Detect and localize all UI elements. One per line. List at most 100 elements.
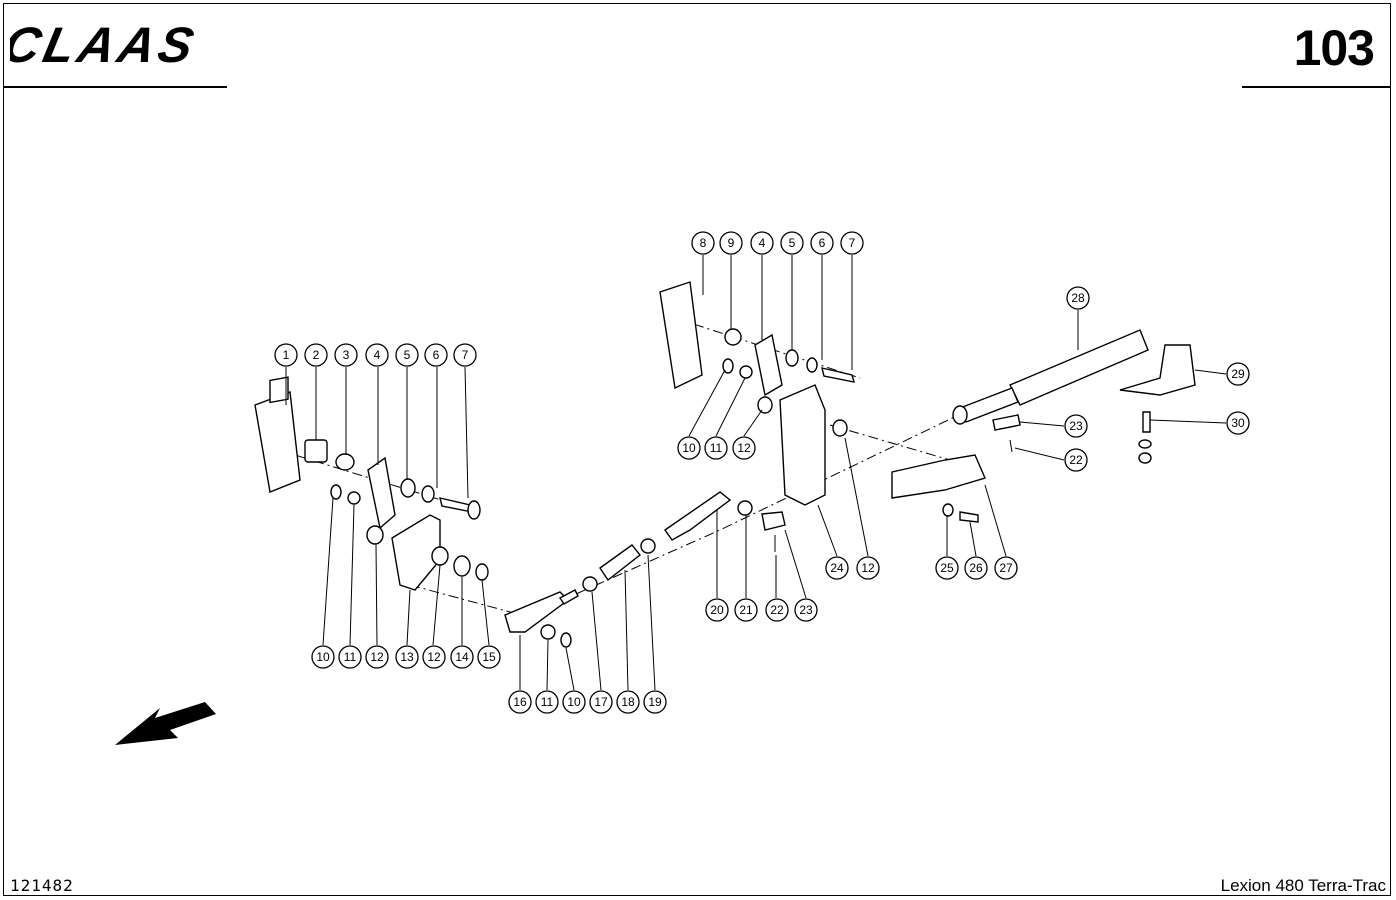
direction-arrow-icon: [115, 702, 216, 745]
nut-part: [582, 576, 598, 592]
logo-rule: [3, 86, 227, 88]
callout-6b: 6: [810, 231, 834, 255]
ring-part-2: [330, 484, 342, 500]
page-number-rule: [1242, 86, 1390, 88]
nut-part-3: [1138, 452, 1152, 464]
bushing-part-5: [832, 419, 848, 437]
axis-line-upper: [674, 317, 861, 379]
cylinder-eye: [952, 405, 968, 425]
square-nut-part: [304, 439, 328, 463]
svg-text:23: 23: [799, 603, 813, 617]
svg-text:27: 27: [999, 561, 1013, 575]
svg-text:5: 5: [789, 236, 796, 250]
svg-text:8: 8: [700, 236, 707, 250]
leader-lines: [285, 255, 1227, 691]
screw-part-2: [1142, 411, 1151, 433]
svg-text:4: 4: [374, 348, 381, 362]
svg-text:23: 23: [1069, 419, 1083, 433]
callout-28: 28: [1066, 286, 1090, 310]
drawing-number: 121482: [10, 876, 74, 895]
svg-text:16: 16: [513, 695, 527, 709]
plate-part: [254, 391, 301, 493]
svg-text:19: 19: [648, 695, 662, 709]
svg-text:7: 7: [462, 348, 469, 362]
sleeve-part: [599, 544, 641, 582]
svg-text:10: 10: [567, 695, 581, 709]
bracket-part: [779, 384, 826, 506]
svg-text:13: 13: [400, 650, 414, 664]
lever-part-2: [754, 333, 783, 397]
callout-25: 25: [935, 556, 959, 580]
callout-21: 21: [734, 598, 758, 622]
mount-bracket: [1119, 344, 1196, 396]
svg-text:3: 3: [343, 348, 350, 362]
svg-text:14: 14: [455, 650, 469, 664]
callout-22b: 22: [1064, 448, 1088, 472]
callout-15: 15: [477, 645, 501, 669]
callout-24: 24: [825, 556, 849, 580]
lever-part: [367, 456, 396, 530]
washer-part-2: [421, 485, 435, 503]
svg-text:10: 10: [316, 650, 330, 664]
svg-text:12: 12: [370, 650, 384, 664]
callout-4b: 4: [750, 231, 774, 255]
callout-7: 7: [453, 343, 477, 367]
fork-end-part-2: [664, 491, 732, 541]
svg-text:10: 10: [682, 441, 696, 455]
svg-text:15: 15: [482, 650, 496, 664]
threaded-stud: [558, 589, 579, 605]
ring-part: [475, 563, 489, 581]
callout-26: 26: [964, 556, 988, 580]
callout-2: 2: [304, 343, 328, 367]
callout-18: 18: [616, 690, 640, 714]
callout-7b: 7: [840, 231, 864, 255]
axis-line-right: [829, 424, 951, 461]
svg-text:1: 1: [283, 348, 290, 362]
screw-part: [959, 511, 979, 523]
svg-text:2: 2: [313, 348, 320, 362]
callout-23: 23: [794, 598, 818, 622]
svg-text:5: 5: [404, 348, 411, 362]
svg-text:24: 24: [830, 561, 844, 575]
callout-11b: 11: [704, 436, 728, 460]
callout-11: 11: [338, 645, 362, 669]
bushing-part-4: [757, 396, 773, 414]
bolt-part-2: [821, 367, 855, 383]
washer-part-10: [739, 365, 753, 379]
callout-16: 16: [508, 690, 532, 714]
callout-12c: 12: [856, 556, 880, 580]
svg-text:30: 30: [1231, 416, 1245, 430]
page-number: 103: [1293, 20, 1375, 76]
nut-part-2: [640, 538, 656, 554]
callout-11c: 11: [535, 690, 559, 714]
callout-12d: 12: [422, 645, 446, 669]
svg-text:6: 6: [433, 348, 440, 362]
bolt-head: [467, 500, 481, 520]
washer-part-9: [806, 357, 818, 373]
svg-text:12: 12: [737, 441, 751, 455]
callout-5: 5: [395, 343, 419, 367]
callout-12b: 12: [732, 436, 756, 460]
svg-text:11: 11: [710, 441, 723, 455]
callout-12: 12: [365, 645, 389, 669]
callout-23b: 23: [1064, 414, 1088, 438]
svg-text:26: 26: [969, 561, 983, 575]
svg-text:18: 18: [621, 695, 635, 709]
svg-text:4: 4: [759, 236, 766, 250]
pin-part-2: [992, 414, 1021, 431]
svg-text:28: 28: [1071, 291, 1085, 305]
svg-text:12: 12: [427, 650, 441, 664]
callout-10: 10: [311, 645, 335, 669]
washer-part-5: [347, 491, 361, 505]
callout-8: 8: [691, 231, 715, 255]
callout-6: 6: [424, 343, 448, 367]
callout-14: 14: [450, 645, 474, 669]
callout-4: 4: [365, 343, 389, 367]
logo-wordmark: CLAAS: [10, 18, 202, 68]
washer-part: [400, 478, 416, 498]
washer-part-4: [453, 555, 471, 577]
svg-text:20: 20: [710, 603, 724, 617]
callout-17: 17: [589, 690, 613, 714]
plate-window: [269, 376, 289, 404]
